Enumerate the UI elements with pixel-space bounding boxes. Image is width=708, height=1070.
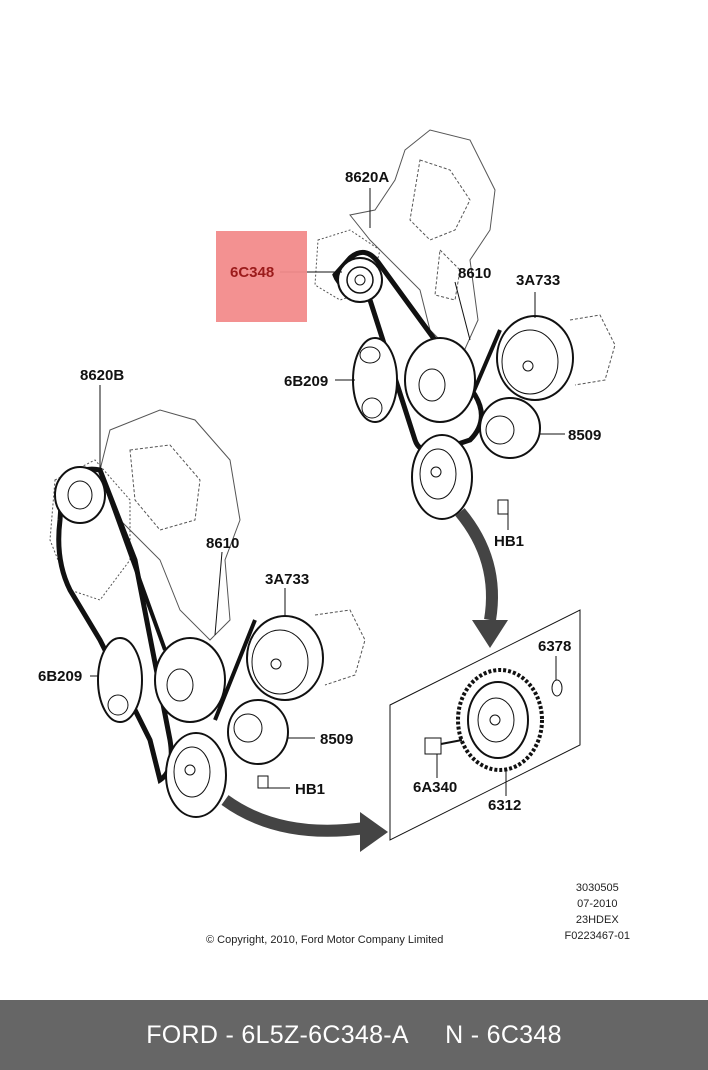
meta-line: 3030505 xyxy=(575,882,619,894)
bottom-bolt-hb1 xyxy=(257,775,269,789)
bottom-crankshaft-pulley xyxy=(165,732,227,818)
meta-line: 23HDEX xyxy=(575,914,619,926)
meta-line: F0223467-01 xyxy=(564,930,630,942)
label-bottom-8610: 8610 xyxy=(206,535,240,552)
label-8620b: 8620B xyxy=(80,367,125,384)
bottom-cam-pulley xyxy=(54,466,106,524)
detail-crank-gear xyxy=(456,668,544,772)
top-idler-pulley xyxy=(337,257,383,303)
footer-ref-number: N - 6C348 xyxy=(445,1020,562,1049)
top-alternator-pulley xyxy=(404,337,476,423)
label-6c348-highlight: 6C348 xyxy=(230,264,275,281)
label-6a340: 6A340 xyxy=(413,779,458,796)
bottom-tensioner xyxy=(97,637,143,723)
top-steering-pump-pulley xyxy=(496,314,616,401)
label-bottom-hb1: HB1 xyxy=(295,781,326,798)
detail-leader-lines xyxy=(436,656,557,796)
top-engine-bracket xyxy=(314,129,496,361)
label-top-8610: 8610 xyxy=(458,265,492,282)
copyright: © Copyright, 2010, Ford Motor Company Li… xyxy=(206,934,444,946)
label-8620a: 8620A xyxy=(345,169,390,186)
top-water-pump-pulley xyxy=(479,397,541,459)
bottom-detail-arrow xyxy=(221,795,366,837)
bottom-leader-lines xyxy=(90,385,315,789)
detail-key-6378 xyxy=(551,679,563,697)
top-tensioner xyxy=(352,337,398,423)
label-top-hb1: HB1 xyxy=(494,533,525,550)
label-top-3a733: 3A733 xyxy=(516,272,561,289)
label-6312: 6312 xyxy=(488,797,522,814)
label-bottom-6b209: 6B209 xyxy=(38,668,83,685)
bottom-steering-pump-pulley xyxy=(246,609,366,701)
label-top-8509: 8509 xyxy=(568,427,602,444)
meta-line: 07-2010 xyxy=(577,898,618,910)
top-crankshaft-pulley xyxy=(411,434,473,520)
belt-drive-diagram xyxy=(49,129,616,852)
footer-part-number: FORD - 6L5Z-6C348-A xyxy=(146,1020,409,1049)
label-6378: 6378 xyxy=(538,638,572,655)
detail-bolt-6a340 xyxy=(424,737,463,755)
top-bolt-hb1 xyxy=(497,499,509,515)
label-bottom-8509: 8509 xyxy=(320,731,354,748)
bottom-water-pump-pulley xyxy=(227,699,289,765)
bottom-alternator-pulley xyxy=(154,637,226,723)
highlight-box xyxy=(216,231,307,322)
drawing-meta: 3030505 07-2010 23HDEX F0223467-01 xyxy=(565,880,630,944)
label-bottom-3a733: 3A733 xyxy=(265,571,310,588)
label-top-6b209: 6B209 xyxy=(284,373,329,390)
top-detail-arrow xyxy=(455,508,498,621)
part-number-footer: FORD - 6L5Z-6C348-A N - 6C348 xyxy=(0,1000,708,1070)
